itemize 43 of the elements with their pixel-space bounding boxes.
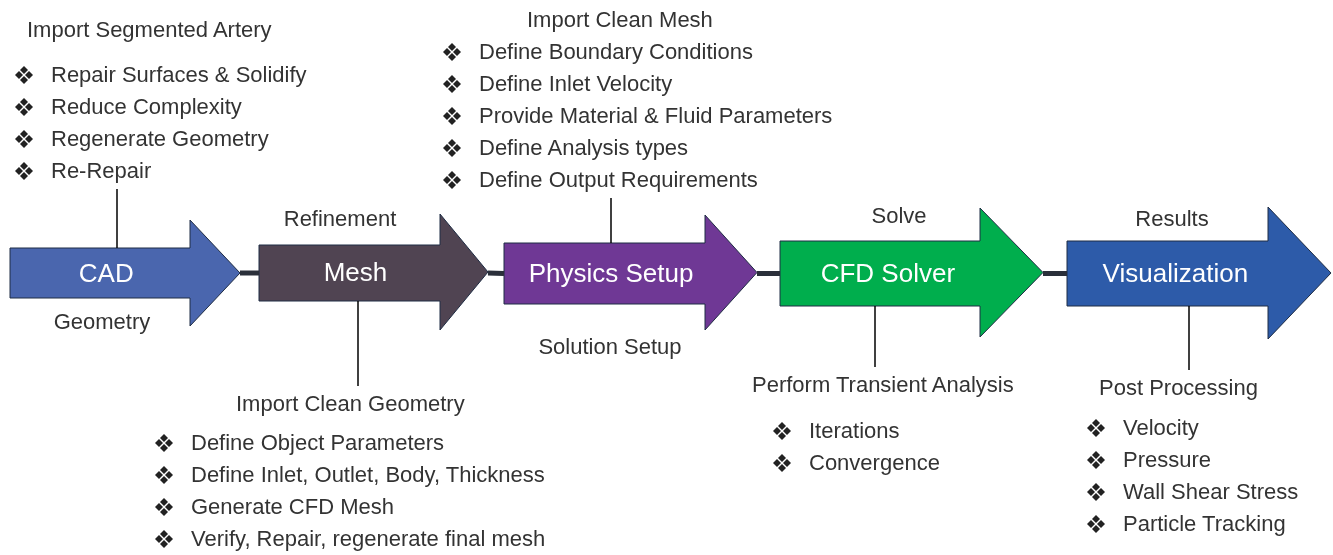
bullet-text: Define Object Parameters (191, 430, 445, 456)
bullet-text: Regenerate Geometry (51, 126, 269, 152)
bullet-text: Reduce Complexity (51, 94, 242, 120)
bullet-text: Define Output Requirements (479, 167, 758, 193)
bullet-text: Generate CFD Mesh (191, 494, 394, 520)
bullet-text: Repair Surfaces & Solidify (51, 62, 307, 88)
connector-line (487, 270, 505, 276)
bullet-text: Particle Tracking (1123, 511, 1286, 537)
bullet-text: Define Analysis types (479, 135, 689, 161)
leader-line (116, 188, 118, 249)
step-caption: Results (1135, 206, 1209, 232)
bullet-text: Wall Shear Stress (1123, 479, 1299, 505)
heading-text: Post Processing (1099, 375, 1258, 401)
bullet-text: Re-Repair (51, 158, 152, 184)
step-caption: Solution Setup (538, 334, 682, 360)
connector-line (1043, 271, 1067, 276)
step-label: CFD Solver (820, 257, 956, 288)
step-label: Mesh (323, 257, 388, 287)
leader-line (357, 300, 359, 387)
connector-line (240, 270, 259, 276)
step-label: CAD (78, 258, 134, 288)
heading-text: Perform Transient Analysis (752, 372, 1014, 398)
step-caption: Geometry (53, 309, 151, 335)
bullet-text: Pressure (1123, 447, 1212, 473)
step-label: Visualization (1102, 258, 1249, 288)
leader-line (874, 305, 876, 368)
leader-line (1188, 305, 1190, 371)
leader-line (610, 197, 612, 244)
bullet-text: Verify, Repair, regenerate final mesh (191, 526, 546, 552)
heading-text: Import Clean Mesh (527, 7, 713, 33)
bullet-text: Provide Material & Fluid Parameters (479, 103, 833, 129)
bullet-text: Define Boundary Conditions (479, 39, 753, 65)
heading-text: Import Segmented Artery (27, 17, 272, 43)
step-caption: Solve (871, 203, 927, 229)
heading-text: Import Clean Geometry (236, 391, 465, 417)
step-label: Physics Setup (528, 257, 694, 288)
bullet-text: Define Inlet Velocity (479, 71, 673, 97)
bullet-text: Convergence (809, 450, 940, 476)
bullet-text: Velocity (1123, 415, 1199, 441)
step-caption: Refinement (283, 206, 397, 232)
bullet-text: Define Inlet, Outlet, Body, Thickness (191, 462, 545, 488)
bullet-text: Iterations (809, 418, 900, 444)
connector-line (757, 271, 780, 276)
